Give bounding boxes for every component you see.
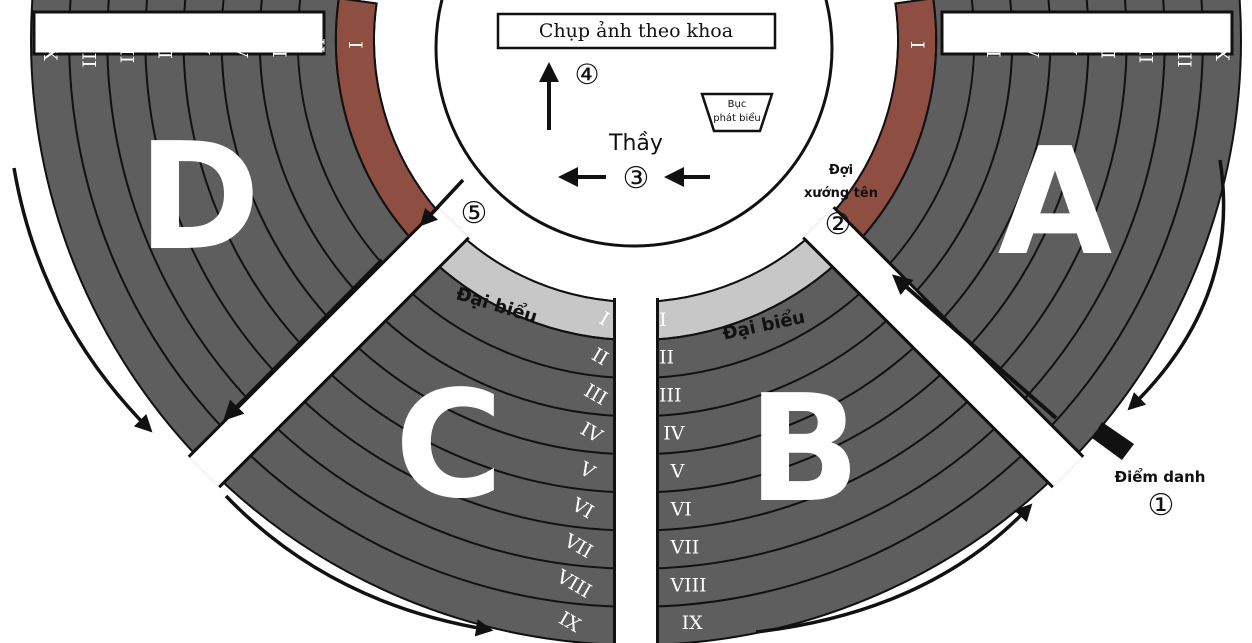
- section-a-row-label: II: [944, 38, 966, 53]
- section-label-b: B: [748, 363, 861, 535]
- section-d-row-label: IX: [39, 40, 61, 62]
- podium-label-line1: Bục: [728, 99, 747, 110]
- section-d-row-label: I: [344, 41, 366, 49]
- section-c-row-divider: [261, 413, 637, 570]
- section-d-row-label: VII: [115, 34, 137, 64]
- section-c-row-divider: [423, 251, 637, 342]
- section-b-row-label: II: [659, 347, 674, 369]
- flow-arrow-bottom-right: [755, 503, 1033, 634]
- section-c-row-divider: [342, 332, 637, 456]
- step-five-badge: ⑤: [461, 196, 488, 231]
- section-label-c: C: [395, 359, 504, 531]
- section-c-row-divider: [288, 386, 637, 532]
- section-d-row-label: VIII: [77, 30, 99, 67]
- section-c-row-divider: [315, 359, 637, 494]
- section-b-row-label: V: [670, 461, 685, 483]
- section-b-row-label: VI: [670, 498, 692, 520]
- aisle-arrow-c-d: [223, 258, 384, 421]
- section-a-row-label: IX: [1211, 40, 1233, 62]
- section-b-row-label: IV: [663, 423, 685, 445]
- section-b-row-divider: [635, 278, 876, 380]
- section-d-row-label: VI: [153, 37, 175, 59]
- section-b-row-divider: [635, 440, 1038, 608]
- aisle-arrow-a-b: [891, 274, 1058, 420]
- section-a-row-label: IV: [1020, 36, 1042, 58]
- photo-box-label: Chụp ảnh theo khoa: [539, 20, 733, 42]
- section-label-d: D: [138, 111, 261, 283]
- section-a-header-box: [940, 10, 1234, 56]
- aisles: [187, 206, 1085, 643]
- section-b-row-label: I: [659, 309, 667, 331]
- photo-box: [496, 12, 777, 50]
- section-b-row-divider: [635, 413, 1011, 570]
- section-a-row-label: VIII: [1173, 30, 1195, 67]
- stage-circle: [434, 0, 834, 248]
- aisle-1: [804, 208, 1083, 487]
- podium-label-line2: phát biểu: [713, 111, 761, 124]
- wait-label-line1: Đợi: [829, 163, 853, 178]
- step-one-badge: ①: [1148, 488, 1175, 523]
- section-a-row-label: VI: [1097, 37, 1119, 59]
- section-a-row-label: V: [1058, 40, 1080, 55]
- step-two-badge: ②: [825, 207, 852, 242]
- section-d-row-divider: [334, 0, 425, 253]
- podium: [700, 92, 774, 133]
- step-three-badge: ③: [623, 161, 650, 196]
- attendance-label: Điểm danh: [1115, 467, 1206, 486]
- flow-arrow-right-outer: [1127, 159, 1226, 411]
- section-b-row-label: III: [659, 385, 682, 407]
- section-b-row-divider: [635, 251, 849, 342]
- section-b-row-label: VII: [669, 536, 699, 558]
- section-a-row-label: VII: [1135, 34, 1157, 64]
- seating-area: [30, 0, 1242, 643]
- section-b-row-divider: [635, 386, 984, 532]
- section-d-row-label: II: [306, 38, 328, 53]
- arrow-step-five: [419, 178, 465, 227]
- aisle-3: [189, 208, 468, 487]
- section-d-header-box: [32, 10, 326, 56]
- flow-arrow-bottom-left: [224, 494, 494, 637]
- section-d-row-label: IV: [230, 36, 252, 58]
- section-a-row-divider: [847, 0, 938, 253]
- section-c-row-divider: [234, 440, 637, 608]
- section-d-row-label: V: [192, 40, 214, 55]
- section-c-row-divider: [396, 278, 637, 380]
- flow-arrow-left-outer: [12, 167, 153, 433]
- section-d-row-label: III: [268, 35, 290, 58]
- section-c-row-divider: [369, 305, 637, 418]
- section-b-row-divider: [635, 305, 903, 418]
- wait-label-line2: xướng tên: [804, 186, 878, 201]
- section-a-row-label: III: [982, 35, 1004, 58]
- section-b-row-label: IX: [682, 612, 704, 634]
- section-a-row-label: I: [906, 41, 928, 49]
- section-label-a: A: [998, 116, 1113, 288]
- section-b-row-divider: [635, 359, 957, 494]
- section-b-row-divider: [635, 332, 930, 456]
- attendance-marker: [1092, 422, 1134, 460]
- section-b-row-label: VIII: [669, 574, 706, 596]
- step-four-badge: ④: [574, 58, 599, 91]
- teacher-label: Thầy: [608, 131, 663, 156]
